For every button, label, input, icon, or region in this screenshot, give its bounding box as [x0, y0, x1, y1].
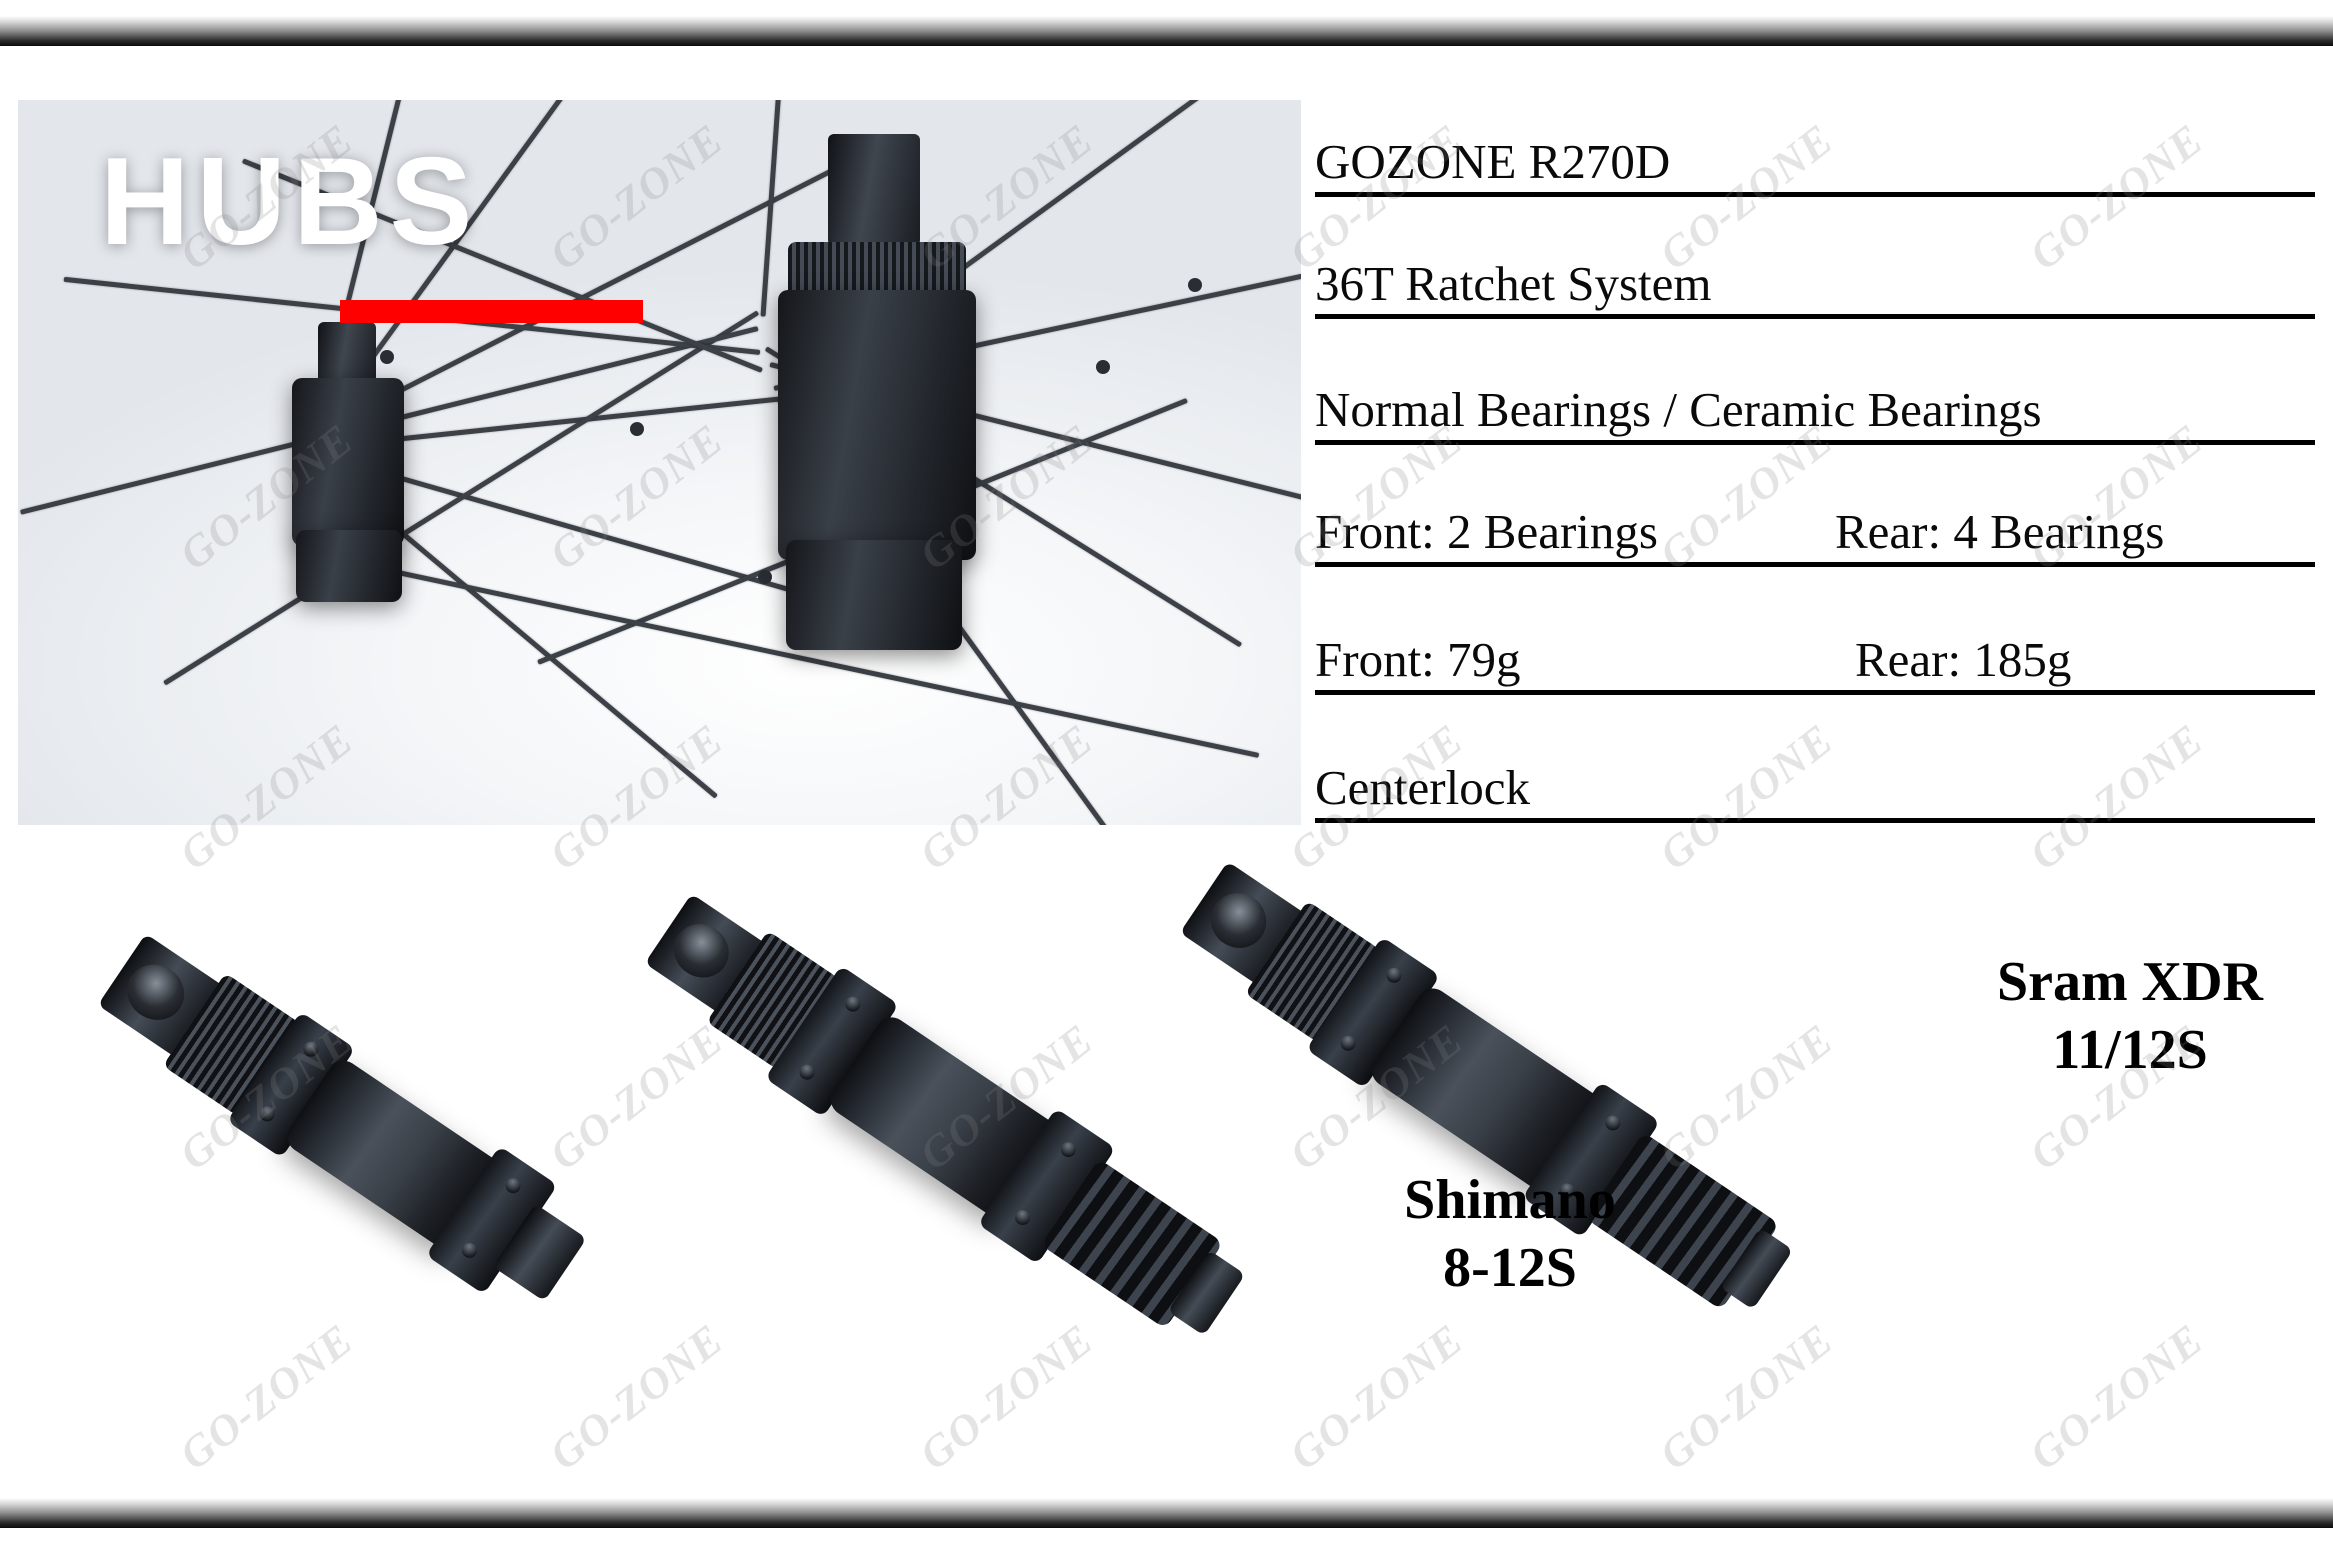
spec-row-bearing-type: Normal Bearings / Ceramic Bearings [1315, 319, 2315, 445]
spec-rear-bearings-value: Rear: 4 Bearings [1835, 504, 2165, 560]
label-shimano-line1: Shimano [1404, 1169, 1616, 1231]
rear-hub-body [778, 290, 976, 560]
hero-wheel-photo [18, 100, 1301, 825]
spoke-group [18, 100, 1301, 825]
spec-rear-weight-value: Rear: 185g [1855, 632, 2072, 688]
title-accent-underline [340, 300, 643, 323]
specification-table: GOZONE R270D 36T Ratchet System Normal B… [1315, 84, 2315, 826]
spec-row-brake-mount: Centerlock [1315, 695, 2315, 823]
spec-model-value: GOZONE R270D [1315, 134, 1671, 190]
label-sram-xdr-line2: 11/12S [2052, 1019, 2208, 1082]
front-hub-body [292, 378, 404, 546]
spec-bearing-type-value: Normal Bearings / Ceramic Bearings [1315, 382, 2042, 438]
rear-hub-axle-cap [828, 134, 920, 246]
product-gallery: Shimano 8-12S Sram XDR 11/12S [0, 836, 2333, 1476]
product-sram-xdr-rear-hub [1110, 806, 1794, 1426]
spec-front-weight-value: Front: 79g [1315, 632, 1521, 688]
front-hub-flange [296, 530, 402, 602]
bottom-accent-bar [0, 1498, 2333, 1528]
spec-front-bearings-value: Front: 2 Bearings [1315, 504, 1658, 560]
label-shimano: Shimano 8-12S [1340, 1166, 1680, 1303]
spec-brake-mount-value: Centerlock [1315, 760, 1530, 816]
spec-row-model: GOZONE R270D [1315, 84, 2315, 197]
front-hub-axle-cap [318, 322, 376, 384]
top-accent-bar [0, 16, 2333, 46]
page-title: HUBS [100, 133, 480, 271]
rear-hub-ratchet [788, 242, 966, 298]
product-front-hub [60, 846, 587, 1406]
spec-row-ratchet: 36T Ratchet System [1315, 197, 2315, 319]
rear-hub-flange [786, 540, 962, 650]
spec-row-bearing-count: Front: 2 Bearings Rear: 4 Bearings [1315, 445, 2315, 567]
spec-row-weight: Front: 79g Rear: 185g [1315, 567, 2315, 695]
spec-ratchet-value: 36T Ratchet System [1315, 256, 1712, 312]
label-sram-xdr-line1: Sram XDR [1997, 951, 2263, 1013]
label-shimano-line2: 8-12S [1443, 1237, 1577, 1300]
label-sram-xdr: Sram XDR 11/12S [1930, 948, 2330, 1085]
